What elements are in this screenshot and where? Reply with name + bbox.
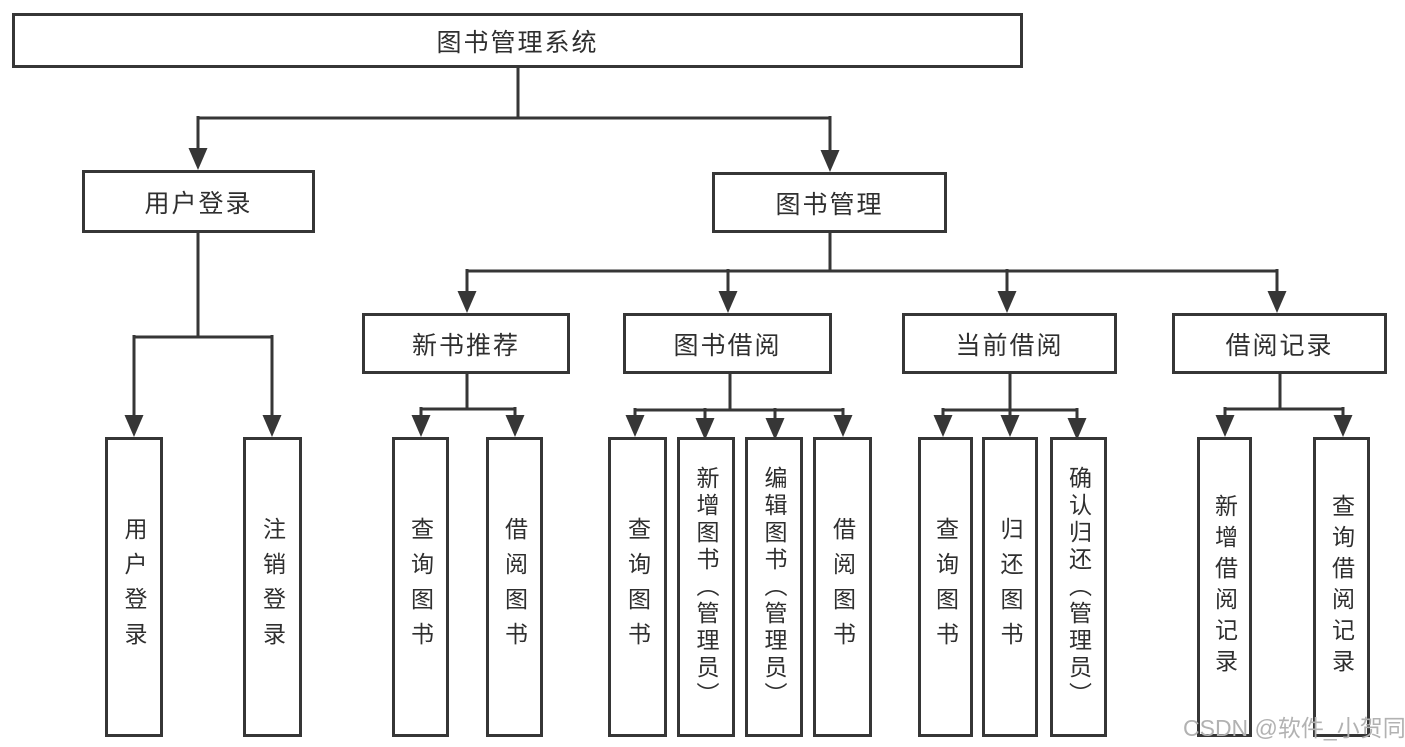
leaf-cb-confirm-return-admin-label: 确认归还（管理员）	[1065, 465, 1092, 709]
watermark: CSDN @软件_小贺同学	[1183, 715, 1405, 741]
leaf-logout-login: 注销登录	[243, 437, 302, 737]
leaf-nb-borrow-book: 借阅图书	[486, 437, 543, 737]
node-book-borrow: 图书借阅	[623, 313, 832, 374]
leaf-cb-query-book-label: 查询图书	[932, 517, 959, 657]
node-book-management-label: 图书管理	[775, 190, 884, 219]
node-book-borrow-label: 图书借阅	[673, 331, 782, 360]
leaf-bb-borrow-book-label: 借阅图书	[829, 517, 856, 657]
node-user-login: 用户登录	[82, 170, 315, 233]
leaf-cb-confirm-return-admin: 确认归还（管理员）	[1050, 437, 1107, 737]
leaf-user-login: 用户登录	[105, 437, 163, 737]
leaf-br-add-record-label: 新增借阅记录	[1211, 494, 1238, 680]
leaf-cb-return-book-label: 归还图书	[997, 517, 1023, 657]
leaf-nb-borrow-book-label: 借阅图书	[501, 517, 528, 657]
leaf-logout-login-label: 注销登录	[259, 517, 286, 657]
leaf-br-add-record: 新增借阅记录	[1197, 437, 1252, 737]
node-borrow-record-label: 借阅记录	[1225, 331, 1334, 360]
leaf-bb-add-book-admin-label: 新增图书（管理员）	[693, 465, 719, 709]
leaf-bb-borrow-book: 借阅图书	[813, 437, 872, 737]
node-new-book-recommend: 新书推荐	[362, 313, 570, 374]
node-new-book-recommend-label: 新书推荐	[411, 331, 520, 360]
leaf-nb-query-book-label: 查询图书	[407, 517, 434, 657]
leaf-nb-query-book: 查询图书	[392, 437, 449, 737]
node-borrow-record: 借阅记录	[1172, 313, 1387, 374]
leaf-bb-query-book-label: 查询图书	[624, 517, 651, 657]
node-current-borrow: 当前借阅	[902, 313, 1117, 374]
node-book-management: 图书管理	[712, 172, 947, 233]
leaf-bb-add-book-admin: 新增图书（管理员）	[677, 437, 735, 737]
node-current-borrow-label: 当前借阅	[955, 331, 1064, 360]
leaf-bb-edit-book-admin-label: 编辑图书（管理员）	[761, 465, 787, 709]
connector-paths	[132, 68, 1345, 424]
node-root: 图书管理系统	[12, 13, 1023, 68]
leaf-br-query-record-label: 查询借阅记录	[1328, 494, 1355, 680]
arrowheads	[124, 148, 1353, 440]
leaf-user-login-label: 用户登录	[121, 517, 147, 657]
leaf-cb-return-book: 归还图书	[982, 437, 1038, 737]
leaf-bb-edit-book-admin: 编辑图书（管理员）	[745, 437, 803, 737]
leaf-br-query-record: 查询借阅记录	[1313, 437, 1370, 737]
node-user-login-label: 用户登录	[144, 189, 253, 218]
node-root-label: 图书管理系统	[436, 28, 599, 57]
leaf-cb-query-book: 查询图书	[918, 437, 973, 737]
leaf-bb-query-book: 查询图书	[608, 437, 667, 737]
